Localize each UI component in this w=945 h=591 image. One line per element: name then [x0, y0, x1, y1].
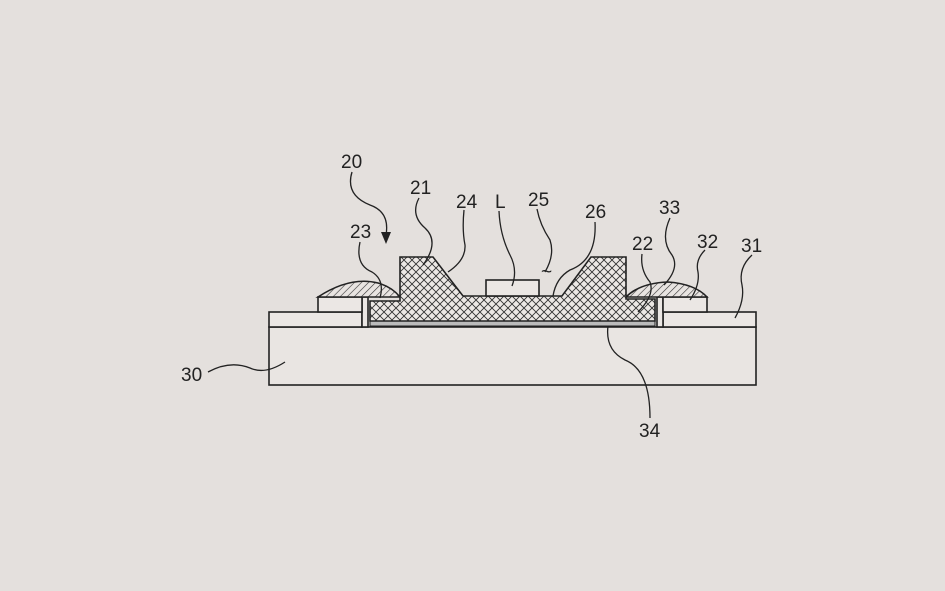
wall-right — [656, 296, 664, 328]
layer-31-left — [268, 311, 363, 328]
substrate-30 — [268, 326, 757, 386]
label-34: 34 — [639, 421, 661, 442]
label-20: 20 — [341, 152, 362, 173]
label-30: 30 — [181, 365, 202, 386]
label-tilde: ~ — [541, 262, 552, 283]
label-33: 33 — [659, 198, 680, 219]
label-L: L — [495, 192, 506, 213]
label-24: 24 — [456, 192, 478, 213]
encapsulant-body — [369, 256, 656, 322]
arrow-head-icon — [381, 232, 391, 244]
label-31: 31 — [741, 236, 762, 257]
wall-left — [361, 296, 369, 328]
label-22: 22 — [632, 234, 653, 255]
label-32: 32 — [697, 232, 718, 253]
dome-33-right — [624, 281, 709, 298]
chip-L — [485, 279, 540, 297]
layer-31-right — [662, 311, 757, 328]
pad-32-left — [317, 296, 363, 313]
dome-33-left — [315, 280, 402, 298]
label-26: 26 — [585, 202, 606, 223]
label-23: 23 — [350, 222, 371, 243]
label-21: 21 — [410, 178, 431, 199]
label-25: 25 — [528, 190, 549, 211]
pad-32-right — [662, 296, 708, 313]
